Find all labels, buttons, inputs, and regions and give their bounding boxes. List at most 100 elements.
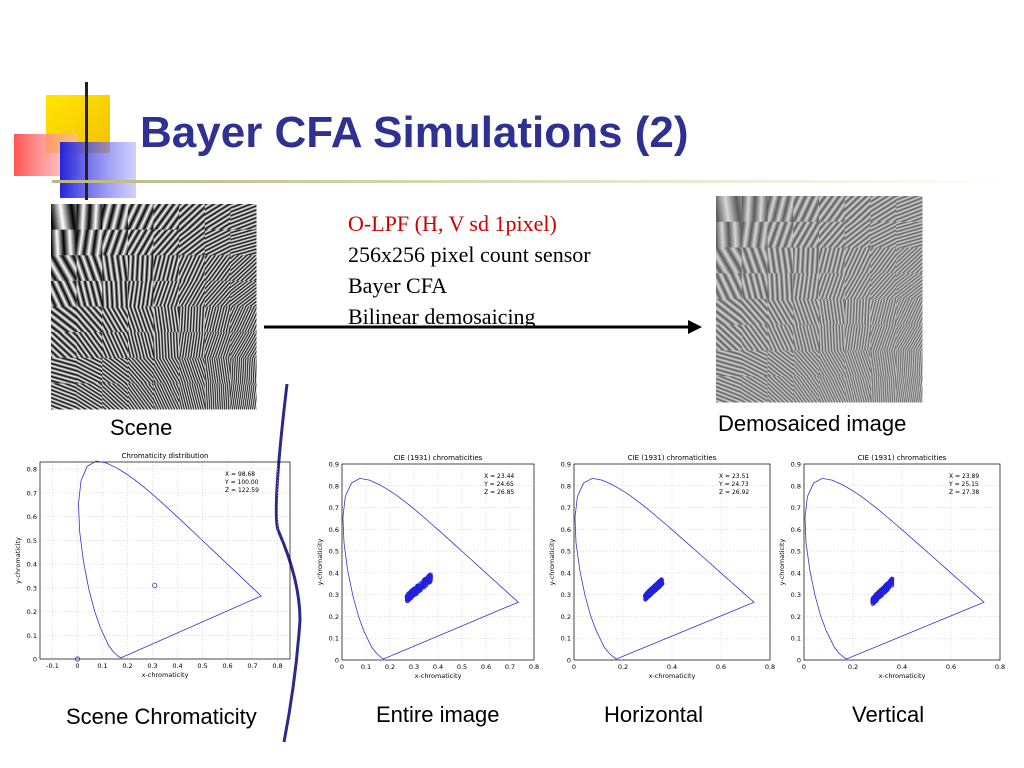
spectral-locus [574,477,755,660]
pattern-tile [76,280,103,307]
pattern-tile [51,332,78,359]
y-tick-label: 0.5 [561,548,571,556]
y-tick-label: 0.7 [791,504,801,512]
x-tick-label: 0.4 [172,662,182,670]
pattern-tile [767,299,794,326]
pattern-tile [127,357,154,384]
y-tick-label: 0.7 [561,504,571,512]
pattern-tile [230,383,257,410]
pattern-tile [127,280,154,307]
x-tick-label: 0.3 [409,663,419,671]
pattern-tile [179,280,206,307]
x-tick-label: 0.1 [361,663,371,671]
y-tick-label: 0.1 [329,635,339,643]
entire-image-caption: Entire image [376,702,500,727]
sensor-line: 256x256 pixel count sensor [348,242,591,267]
demosaic-line: Bilinear demosaicing [348,304,536,329]
y-tick-label: 0.3 [791,591,801,599]
y-tick-label: 0.8 [27,466,37,474]
plot-title: CIE (1931) chromaticities [628,454,717,462]
data-point [885,583,890,589]
y-tick-label: 0.4 [791,569,801,577]
pattern-tile [844,376,871,403]
pattern-tile [793,221,820,248]
data-point [885,587,890,593]
pattern-tile [127,383,154,410]
demosaiced-caption: Demosaiced image [718,411,907,436]
x-tick-label: -0.1 [46,662,59,670]
x-tick-label: 0.6 [222,662,232,670]
x-tick-label: 0.8 [765,663,775,671]
pattern-tile [844,273,871,300]
pattern-tile [870,324,897,351]
data-point [408,595,413,600]
pattern-tile [230,357,257,384]
pattern-tile [102,280,129,307]
pattern-tile [716,196,743,223]
pattern-tile [844,196,871,223]
data-point [871,600,877,605]
pattern-tile [716,376,743,403]
pattern-tile [716,273,743,300]
data-point [646,589,652,594]
x-tick-label: 0 [572,663,576,671]
pattern-tile [741,247,768,274]
y-tick-label: 0 [567,657,571,665]
cfa-line: Bayer CFA [348,273,448,298]
x-tick-label: 0 [340,663,344,671]
pattern-tile [153,255,180,282]
pattern-tile [741,376,768,403]
pattern-tile [179,383,206,410]
xyz-annotation: X = 98.68 [225,471,255,478]
pattern-tile [793,376,820,403]
plot-title: CIE (1931) chromaticities [394,454,483,462]
y-tick-label: 0.3 [561,591,571,599]
pattern-tile [844,247,871,274]
divider-curve [274,383,302,743]
chromaticity-plot-entire: CIE (1931) chromaticities 0 0.1 0.2 0.3 0.4 0.… [316,454,539,680]
pattern-tile [76,255,103,282]
pattern-tile [844,221,871,248]
pattern-tile [767,350,794,377]
y-tick-label: 0.8 [561,482,571,490]
pattern-tile [179,306,206,333]
simulation-info: O-LPF (H, V sd 1pixel) 256x256 pixel cou… [348,208,591,332]
y-tick-label: 0.2 [561,613,571,621]
x-tick-label: 0 [75,662,79,670]
xyz-annotation: Y = 24.65 [483,481,514,488]
pattern-tile [716,299,743,326]
pattern-tile [204,229,231,256]
pattern-tile [896,247,923,274]
xyz-annotation: Y = 100.00 [224,479,259,486]
pattern-tile [230,280,257,307]
x-tick-label: 0.4 [897,663,907,671]
x-axis-label: x-chromaticity [649,672,696,680]
x-tick-label: 0.2 [618,663,628,671]
pattern-tile [896,221,923,248]
pattern-tile [127,255,154,282]
spectral-locus [78,460,262,659]
xyz-annotation: X = 23.89 [949,473,979,480]
x-tick-label: 0.3 [147,662,157,670]
data-point [152,582,158,589]
pattern-tile [793,299,820,326]
pattern-tile [819,273,846,300]
xyz-annotation: Z = 26.85 [484,489,514,496]
pattern-tile [767,196,794,223]
vertical-caption: Vertical [852,702,925,727]
pattern-tile [102,306,129,333]
spectral-locus [342,477,520,660]
pattern-tile [716,350,743,377]
data-point [423,579,428,584]
pattern-tile [153,280,180,307]
plot-frame [573,463,771,661]
y-tick-label: 0.4 [329,569,339,577]
y-tick-label: 0.5 [791,548,801,556]
pattern-tile [896,376,923,403]
plot-frame [39,461,291,660]
pattern-tile [102,357,129,384]
y-tick-label: 0.6 [27,513,37,521]
xyz-annotation: Y = 24.73 [718,481,749,488]
y-tick-label: 0.2 [329,613,339,621]
data-point [408,591,413,596]
